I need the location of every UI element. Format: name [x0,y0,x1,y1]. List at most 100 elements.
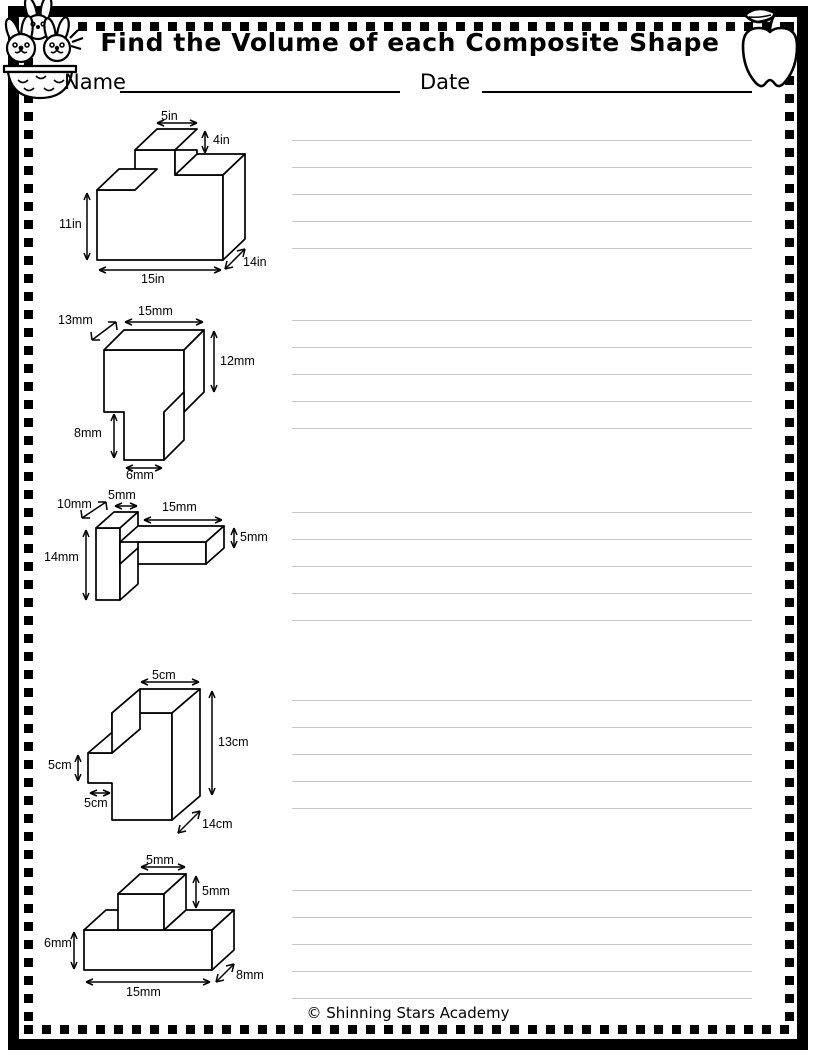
answer-line[interactable] [292,808,752,809]
border-dash [24,706,33,715]
border-dash [785,436,794,445]
border-dash [114,1025,123,1034]
answer-line[interactable] [292,620,752,621]
border-dash [168,22,177,31]
border-dash [546,22,555,31]
border-dash [785,526,794,535]
border-dash [654,1025,663,1034]
answer-line[interactable] [292,727,752,728]
border-dash [60,1025,69,1034]
problem-4-label-depth: 14cm [202,817,233,831]
border-dash [546,1025,555,1034]
answer-line[interactable] [292,428,752,429]
border-dash [24,526,33,535]
border-dash [785,724,794,733]
border-dash [222,22,231,31]
border-dash [708,22,717,31]
answer-line[interactable] [292,374,752,375]
border-dash [785,778,794,787]
answer-line[interactable] [292,167,752,168]
border-dash [785,130,794,139]
border-dash [24,166,33,175]
answer-line[interactable] [292,700,752,701]
border-dash [24,544,33,553]
border-dash [366,22,375,31]
border-dash [294,1025,303,1034]
answer-line[interactable] [292,781,752,782]
answer-line[interactable] [292,998,752,999]
border-dashes-left [24,22,33,1034]
border-dash [24,400,33,409]
problem-2-figure: 15mm 13mm 12mm 8mm 6mm [58,300,272,482]
answer-line[interactable] [292,194,752,195]
answer-line[interactable] [292,248,752,249]
border-dash [78,1025,87,1034]
problem-4-label-right-height: 13cm [218,735,249,749]
date-input-line[interactable] [482,91,752,93]
border-bar-bottom [8,1039,808,1050]
border-dash [384,22,393,31]
answer-line[interactable] [292,347,752,348]
border-dash [24,328,33,337]
answer-line[interactable] [292,593,752,594]
problem-1-label-depth: 14in [243,255,267,269]
name-input-line[interactable] [120,91,400,93]
border-dash [186,22,195,31]
border-dash [24,292,33,301]
border-dashes-top [24,22,794,31]
date-label: Date [420,70,471,94]
border-dash [24,238,33,247]
border-dash [330,1025,339,1034]
answer-line[interactable] [292,401,752,402]
border-dash [672,22,681,31]
answer-line[interactable] [292,944,752,945]
answer-line[interactable] [292,221,752,222]
answer-lines-area[interactable] [292,0,752,1056]
answer-line[interactable] [292,539,752,540]
border-dash [785,292,794,301]
border-dash [785,472,794,481]
border-dash [785,958,794,967]
answer-line[interactable] [292,890,752,891]
border-dash [618,22,627,31]
border-dashes-bottom [24,1025,794,1034]
problem-4-label-notch-height: 5cm [48,758,72,772]
border-dash [672,1025,681,1034]
border-dash [744,1025,753,1034]
border-dash [785,706,794,715]
page-title: Find the Volume of each Composite Shape [100,28,720,57]
answer-line[interactable] [292,512,752,513]
answer-line[interactable] [292,566,752,567]
answer-line[interactable] [292,917,752,918]
answer-line[interactable] [292,140,752,141]
border-dash [24,832,33,841]
border-dash [24,220,33,229]
border-dash [24,418,33,427]
border-dash [785,976,794,985]
border-dash [384,1025,393,1034]
answer-line[interactable] [292,320,752,321]
border-dash [348,22,357,31]
border-dash [24,598,33,607]
border-dash [785,850,794,859]
border-dash [24,382,33,391]
border-dash [785,886,794,895]
answer-line[interactable] [292,754,752,755]
border-dash [294,22,303,31]
border-dash [785,454,794,463]
border-dash [42,1025,51,1034]
border-dash [474,1025,483,1034]
border-dash [204,22,213,31]
border-dash [785,364,794,373]
problem-1-label-top-width: 5in [161,109,178,123]
border-dash [132,22,141,31]
border-dash [24,436,33,445]
border-dash [785,616,794,625]
border-dash [204,1025,213,1034]
border-dash [456,1025,465,1034]
footer-credit: © Shinning Stars Academy [306,1004,510,1022]
border-dash [564,1025,573,1034]
answer-line[interactable] [292,971,752,972]
border-dash [708,1025,717,1034]
border-dash [24,868,33,877]
